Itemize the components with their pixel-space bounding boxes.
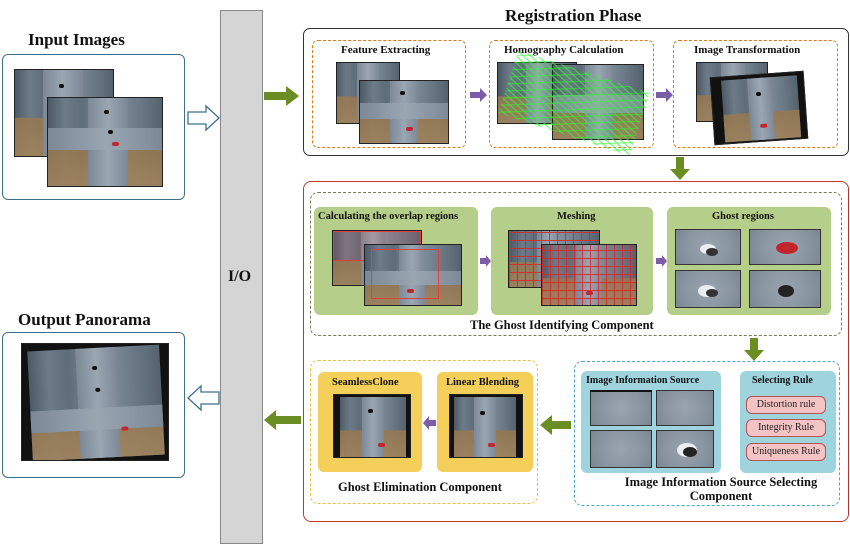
info-source-patch-1: [590, 390, 652, 426]
seamless-clone-image: [333, 394, 411, 458]
seamless-clone-label: SeamlessClone: [332, 377, 399, 388]
meshing-image-2: [541, 244, 637, 306]
info-source-to-elimination-arrow: [540, 415, 571, 435]
meshing-to-ghost-regions-arrow: [656, 255, 667, 267]
transformation-image-2: [709, 70, 809, 146]
feature-to-homography-arrow: [470, 88, 487, 102]
transformation-box: [673, 40, 838, 148]
overlap-to-meshing-arrow: [480, 255, 491, 267]
processing-to-io-arrow: [264, 410, 301, 430]
ghost-elimination-container: [310, 360, 538, 504]
io-bar: [220, 10, 263, 544]
info-source-patch-1-line: [590, 390, 652, 392]
feature-image-2: [359, 80, 449, 144]
homography-box: [489, 40, 654, 148]
input-to-io-arrow: [187, 104, 220, 132]
feature-extracting-label: Feature Extracting: [341, 44, 431, 56]
ghost-region-1: [675, 229, 741, 265]
registration-title: Registration Phase: [505, 6, 642, 25]
overlap-label: Calculating the overlap regions: [318, 211, 459, 222]
output-panorama-title: Output Panorama: [18, 310, 151, 329]
ghost-to-info-source-arrow: [744, 338, 764, 361]
homography-to-transformation-arrow: [656, 88, 673, 102]
transformation-label: Image Transformation: [694, 44, 801, 56]
selecting-rule-label: Selecting Rule: [752, 375, 813, 386]
info-source-container: [574, 361, 840, 506]
io-to-output-arrow: [187, 384, 220, 412]
registration-panel: [303, 28, 849, 156]
ghost-elimination-caption: Ghost Elimination Component: [338, 480, 502, 494]
feature-extracting-box: [312, 40, 466, 148]
processing-panel: [303, 181, 849, 522]
ghost-region-4: [749, 270, 821, 308]
output-panorama-image: [21, 343, 169, 461]
info-source-patch-4: [656, 430, 714, 468]
info-source-caption: Image Information Source Selecting Compo…: [624, 475, 818, 503]
ghost-identifying-caption: The Ghost Identifying Component: [470, 318, 654, 332]
input-images-title: Input Images: [28, 30, 125, 49]
ghost-region-2: [749, 229, 821, 265]
overlap-image-2: [364, 244, 462, 306]
info-source-patch-2: [656, 390, 714, 426]
integrity-rule: Integrity Rule: [746, 419, 826, 437]
ghost-region-3: [675, 270, 741, 308]
input-image-2: [47, 97, 163, 187]
linear-blending-label: Linear Blending: [446, 377, 520, 388]
info-source-patch-3: [590, 430, 652, 468]
ghost-identifying-container: [310, 192, 842, 336]
blending-to-seamless-arrow: [423, 416, 436, 430]
meshing-label: Meshing: [557, 211, 596, 222]
ghost-regions-label: Ghost regions: [712, 211, 774, 222]
homography-label: Homography Calculation: [504, 44, 624, 56]
info-source-label: Image Information Source: [586, 375, 700, 386]
uniqueness-rule: Uniqueness Rule: [746, 443, 826, 461]
input-images-panel: [2, 54, 185, 200]
linear-blending-image: [449, 394, 523, 458]
distortion-rule: Distortion rule: [746, 396, 826, 414]
io-to-registration-arrow: [264, 86, 299, 106]
io-label: I/O: [228, 268, 252, 285]
registration-to-ghost-arrow: [670, 157, 690, 180]
output-panorama-panel: [2, 332, 185, 478]
